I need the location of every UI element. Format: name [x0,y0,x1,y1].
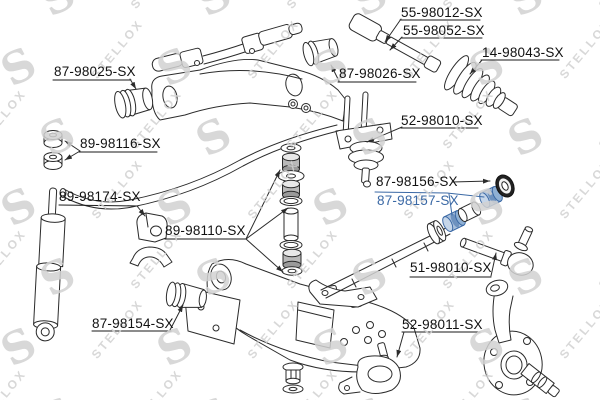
part-label-87-98154: 87-98154-SX [92,316,174,331]
lower-control-arm-drawing [183,259,421,373]
part-label-52-98010: 52-98010-SX [401,113,483,128]
part-label-87-98156: 87-98156-SX [376,174,458,189]
steering-knuckle-drawing [483,279,560,398]
part-label-14-98043: 14-98043-SX [482,45,564,60]
label-underlines [52,19,560,333]
part-label-87-98025: 87-98025-SX [54,64,136,79]
upper-arm-bushing-front-drawing [114,87,154,119]
part-label-52-98011: 52-98011-SX [402,317,483,332]
highlight-leader-lines [374,191,485,216]
upper-ball-joint-drawing [335,91,393,188]
center-link-washer-drawing [426,220,447,245]
upper-arm-bushing-rear-drawing [302,38,339,67]
part-label-51-98010: 51-98010-SX [410,260,492,275]
part-label-89-98116: 89-98116-SX [80,136,161,151]
lower-arm-bushing-drawing [165,281,207,308]
center-link-drawing [308,227,451,308]
shock-absorber-drawing [33,187,66,342]
drag-link-drawing [151,22,303,72]
part-label-87-98157-link[interactable]: 87-98157-SX [377,193,459,208]
stabilizer-mount-bushing-drawing [129,212,173,268]
upper-control-arm-drawing [151,59,347,122]
part-label-89-98174: 89-98174-SX [59,189,141,204]
part-label-55-98012: 55-98012-SX [401,5,483,20]
part-label-87-98026: 87-98026-SX [339,66,421,81]
center-link-spacer-drawing [457,201,482,223]
part-label-55-98052: 55-98052-SX [403,23,485,38]
lower-ball-joint-drawing [338,342,401,395]
lower-arm-nut-washer-drawing [282,362,304,394]
stabilizer-link-kit-drawing [277,143,305,276]
inner-tie-rod-drawing [348,13,442,73]
part-label-89-98110: 89-98110-SX [165,223,246,238]
leader-lines [64,18,497,358]
center-link-seal-drawing [495,174,515,198]
stabilizer-end-bushings-drawing [43,130,63,170]
